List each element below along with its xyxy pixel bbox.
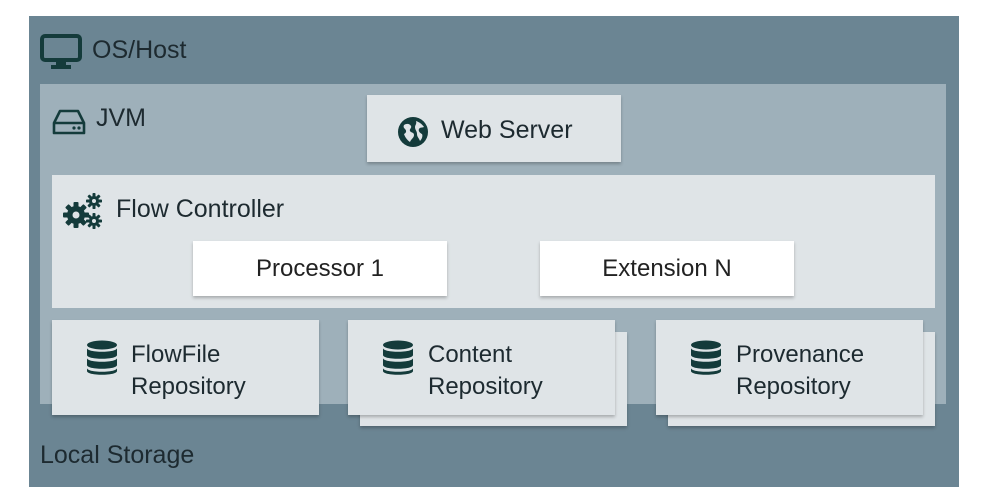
hard-drive-icon — [52, 108, 86, 136]
repository-label-line1: FlowFile — [131, 341, 221, 368]
repository-label-line1: Provenance — [736, 341, 865, 368]
jvm-label: JVM — [96, 104, 146, 132]
database-icon — [86, 340, 118, 376]
monitor-icon — [40, 34, 82, 70]
provenance-repository-label: Provenance Repository — [736, 339, 864, 403]
extension-n-box: Extension N — [540, 241, 794, 296]
globe-icon — [397, 116, 429, 148]
gears-icon — [62, 192, 104, 230]
flowfile-repository-label: FlowFile Repository — [131, 339, 246, 403]
repository-label-line2: Repository — [428, 373, 543, 400]
os-host-label: OS/Host — [92, 36, 187, 64]
processor-1-box: Processor 1 — [193, 241, 447, 296]
flow-controller-label: Flow Controller — [116, 195, 285, 223]
local-storage-label: Local Storage — [40, 441, 195, 469]
web-server-label: Web Server — [441, 116, 573, 144]
repository-label-line2: Repository — [736, 373, 851, 400]
database-icon — [382, 340, 414, 376]
repository-label-line2: Repository — [131, 373, 246, 400]
database-icon — [690, 340, 722, 376]
repository-label-line1: Content — [428, 341, 513, 368]
content-repository-label: Content Repository — [428, 339, 543, 403]
